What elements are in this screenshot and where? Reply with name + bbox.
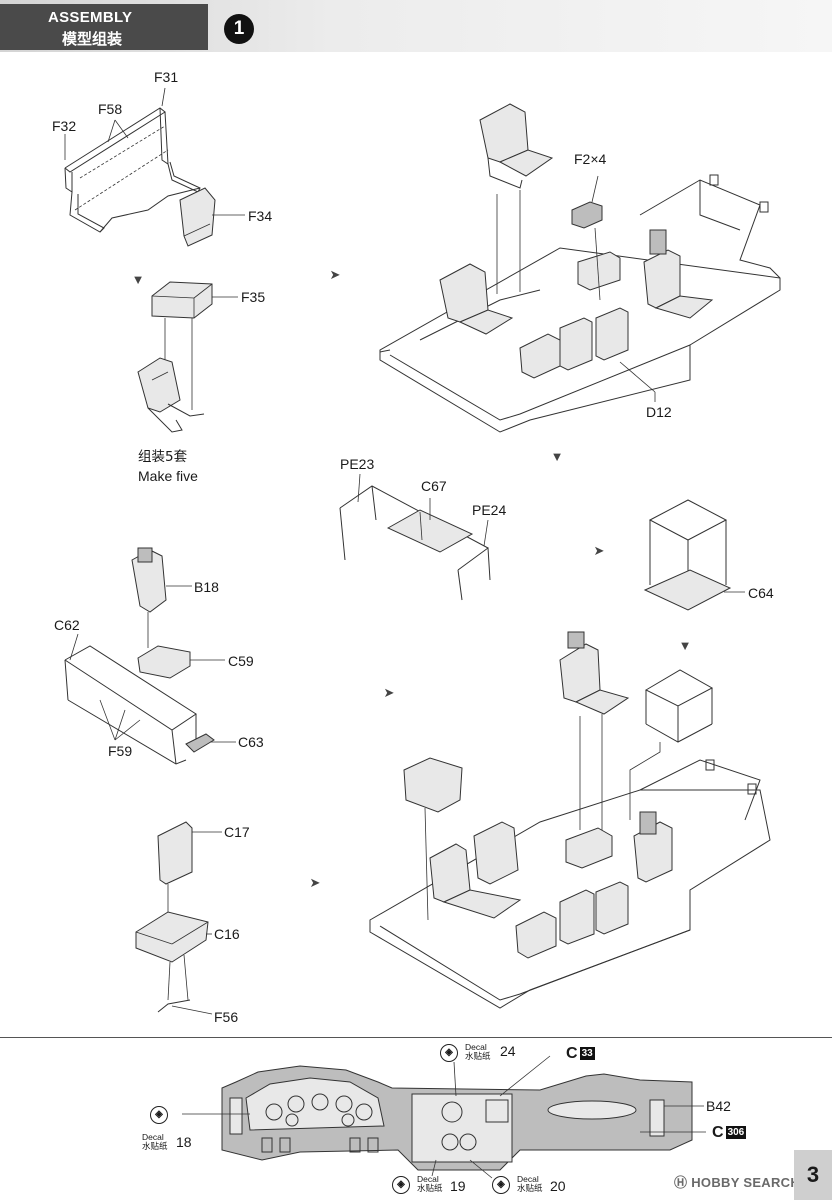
lower-hull-assembly <box>369 631 771 1009</box>
make-five-note: 组装5套 Make five <box>138 448 198 486</box>
part-label-pe23: PE23 <box>340 456 375 472</box>
part-label-f2: F2×4 <box>574 151 607 167</box>
part-label-c67: C67 <box>421 478 447 494</box>
flow-right-arrow-2: ➤ <box>593 543 605 558</box>
part-label-c62: C62 <box>54 617 80 633</box>
part-label-c16: C16 <box>214 926 240 942</box>
hobby-search-watermark: Ⓗ HOBBY SEARCH <box>674 1175 801 1190</box>
part-label-c63: C63 <box>238 734 264 750</box>
decal-text: Decal 水贴纸 <box>142 1132 168 1152</box>
part-label-f32: F32 <box>52 118 77 134</box>
frame-assembly <box>339 473 491 601</box>
rail-seat-assembly <box>64 547 236 765</box>
part-label-b18: B18 <box>194 579 219 595</box>
seat-frame-assembly <box>64 87 245 247</box>
part-label-f56: F56 <box>214 1009 239 1025</box>
decal-icon: ◈ <box>150 1106 168 1124</box>
header-title-cn: 模型组装 <box>62 30 123 48</box>
part-label-f35: F35 <box>241 289 266 305</box>
decal-text: Decal 水贴纸 <box>465 1042 491 1062</box>
decal-number-19: 19 <box>450 1178 466 1194</box>
step-number: 1 <box>224 14 254 44</box>
flow-right-arrow-4: ➤ <box>309 875 321 890</box>
part-label-f58: F58 <box>98 101 123 117</box>
decal-number-24: 24 <box>500 1043 516 1059</box>
header-title-en: ASSEMBLY <box>48 9 133 26</box>
page-number: 3 <box>794 1150 832 1200</box>
upper-hull-assembly <box>379 103 781 433</box>
part-label-pe24: PE24 <box>472 502 507 518</box>
decal-text: Decal 水贴纸 <box>517 1174 543 1194</box>
seat-cushion-assembly <box>137 281 238 433</box>
section-divider <box>0 1037 832 1038</box>
hobby-search-logo-icon: Ⓗ <box>674 1175 692 1190</box>
make-five-cn: 组装5套 <box>138 449 188 465</box>
flow-down-arrow-1: ▼ <box>131 272 145 287</box>
decal-icon: ◈ <box>492 1176 510 1194</box>
decal-text: Decal 水贴纸 <box>417 1174 443 1194</box>
part-label-f31: F31 <box>154 69 179 85</box>
flow-down-arrow-3: ▼ <box>678 638 692 653</box>
part-label-f59: F59 <box>108 743 133 759</box>
decal-icon: ◈ <box>440 1044 458 1062</box>
part-label-b42: B42 <box>706 1098 731 1114</box>
flow-right-arrow-3: ➤ <box>383 685 395 700</box>
dashboard-drawing <box>182 1055 706 1179</box>
part-label-c17: C17 <box>224 824 250 840</box>
make-five-en: Make five <box>138 468 198 484</box>
decal-icon: ◈ <box>392 1176 410 1194</box>
header-title-box <box>0 4 208 50</box>
decal-number-20: 20 <box>550 1178 566 1194</box>
bracket-assembly <box>135 821 222 1015</box>
part-label-f34: F34 <box>248 208 273 224</box>
flow-down-arrow-2: ▼ <box>550 449 564 464</box>
part-label-c59: C59 <box>228 653 254 669</box>
part-label-c64: C64 <box>748 585 774 601</box>
part-label-d12: D12 <box>646 404 672 420</box>
flow-right-arrow-1: ➤ <box>329 267 341 282</box>
decal-number-18: 18 <box>176 1134 192 1150</box>
cabinet-c64 <box>643 499 745 611</box>
